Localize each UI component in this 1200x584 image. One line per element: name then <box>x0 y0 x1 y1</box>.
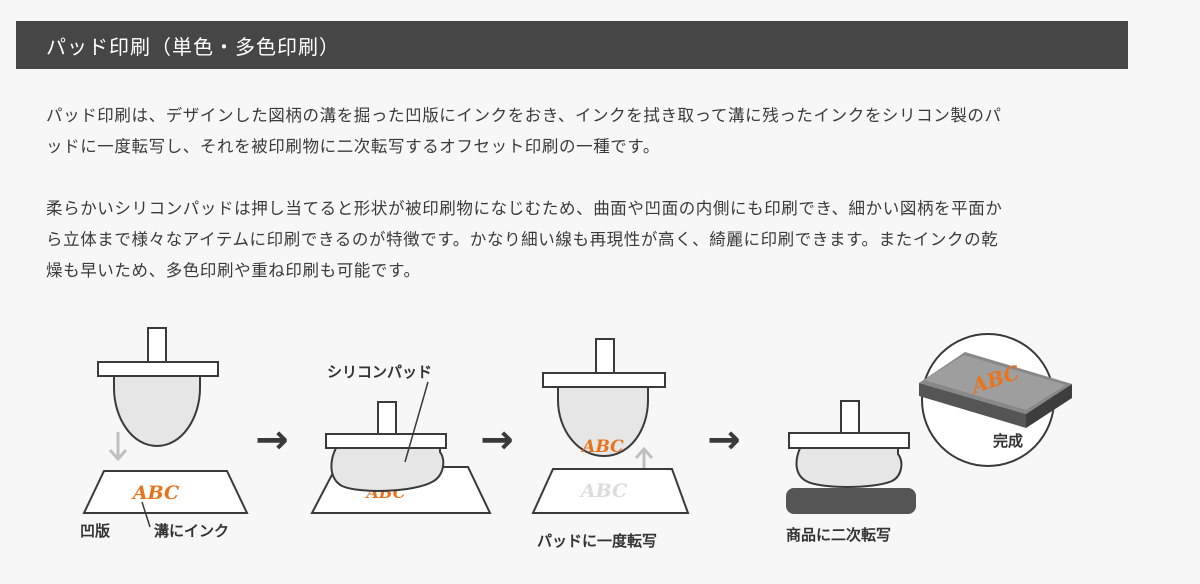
label-complete: 完成 <box>993 432 1023 450</box>
faint-print-text: ABC <box>579 480 627 502</box>
silicone-pad <box>795 447 903 488</box>
step-2-pad-pickup: ABC シリコンパッド <box>310 363 492 514</box>
features-paragraph: 柔らかいシリコンパッドは押し当てると形状が被印刷物になじむため、曲面や凹面の内側… <box>46 193 1096 286</box>
paragraph-line: パッド印刷は、デザインした図柄の溝を掘った凹版にインクをおき、インクを拭き取って… <box>46 106 1002 125</box>
paragraph-line: 柔らかいシリコンパッドは押し当てると形状が被印刷物になじむため、曲面や凹面の内側… <box>46 199 1003 218</box>
step-5-complete: ABC 完成 <box>919 333 1072 467</box>
label-second-transfer: 商品に二次転写 <box>786 526 891 544</box>
intaglio-plate <box>82 470 249 514</box>
label-intaglio-plate: 凹版 <box>80 522 110 540</box>
section-header: パッド印刷（単色・多色印刷） <box>16 21 1128 69</box>
paragraph-line: ッドに一度転写し、それを被印刷物に二次転写するオフセット印刷の一種です。 <box>46 137 660 156</box>
paragraph-line: 燥も早いため、多色印刷や重ね印刷も可能です。 <box>46 261 421 280</box>
ink-print-text: ABC <box>131 482 179 504</box>
arrow-right-icon: → <box>255 417 289 463</box>
paragraph-line: ら立体まで様々なアイテムに印刷できるのが特徴です。かなり細い線も再現性が高く、綺… <box>46 230 999 249</box>
label-ink-in-groove: 溝にインク <box>154 522 229 540</box>
silicone-pad <box>557 386 649 458</box>
step-4-print-on-product: 商品に二次転写 <box>786 400 916 544</box>
pad-printing-process-diagram: ABC 凹版 溝にインク → ABC シリコンパッド → ABC ABC パッド… <box>80 327 1072 550</box>
intro-paragraph: パッド印刷は、デザインした図柄の溝を掘った凹版にインクをおき、インクを拭き取って… <box>46 100 1096 162</box>
silicone-pad <box>113 375 201 448</box>
silicone-pad <box>330 447 445 492</box>
label-silicone-pad: シリコンパッド <box>327 363 432 381</box>
arrow-right-icon: → <box>707 417 741 463</box>
product <box>786 488 916 514</box>
down-arrow-icon <box>108 432 128 462</box>
step-1-ink-on-plate: ABC 凹版 溝にインク <box>80 327 249 540</box>
section-title: パッド印刷（単色・多色印刷） <box>46 34 340 59</box>
label-first-transfer: パッドに一度転写 <box>537 532 657 550</box>
step-3-pad-transfer: ABC ABC パッドに一度転写 <box>531 338 690 550</box>
ink-print-text: ABC <box>580 437 624 457</box>
arrow-right-icon: → <box>480 417 514 463</box>
